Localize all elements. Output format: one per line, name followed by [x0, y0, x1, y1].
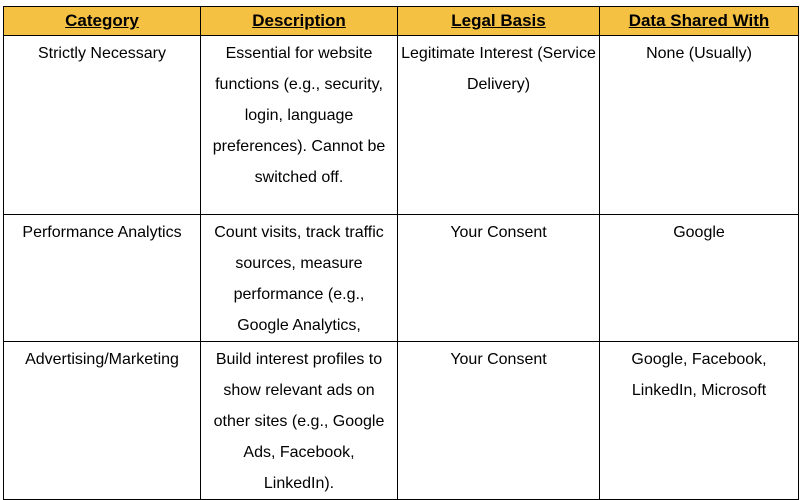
header-description: Description	[200, 6, 398, 36]
cell-legal-basis: Your Consent	[397, 341, 600, 500]
cell-description: Count visits, track traffic sources, mea…	[200, 214, 398, 342]
table-row: Strictly Necessary Essential for website…	[3, 35, 799, 215]
table-row: Performance Analytics Count visits, trac…	[3, 214, 799, 342]
header-data-shared-with: Data Shared With	[599, 6, 799, 36]
cell-legal-basis: Legitimate Interest (Service Delivery)	[397, 35, 600, 215]
cell-shared-with: Google	[599, 214, 799, 342]
cell-legal-basis: Your Consent	[397, 214, 600, 342]
header-category: Category	[3, 6, 201, 36]
cell-category: Performance Analytics	[3, 214, 201, 342]
cookie-category-table: Category Description Legal Basis Data Sh…	[3, 6, 799, 500]
cell-description: Build interest profiles to show relevant…	[200, 341, 398, 500]
cell-category: Strictly Necessary	[3, 35, 201, 215]
header-legal-basis: Legal Basis	[397, 6, 600, 36]
header-row: Category Description Legal Basis Data Sh…	[3, 6, 799, 36]
cell-category: Advertising/Marketing	[3, 341, 201, 500]
cell-shared-with: Google, Facebook, LinkedIn, Microsoft	[599, 341, 799, 500]
cell-description: Essential for website functions (e.g., s…	[200, 35, 398, 215]
table-row: Advertising/Marketing Build interest pro…	[3, 341, 799, 500]
cell-shared-with: None (Usually)	[599, 35, 799, 215]
